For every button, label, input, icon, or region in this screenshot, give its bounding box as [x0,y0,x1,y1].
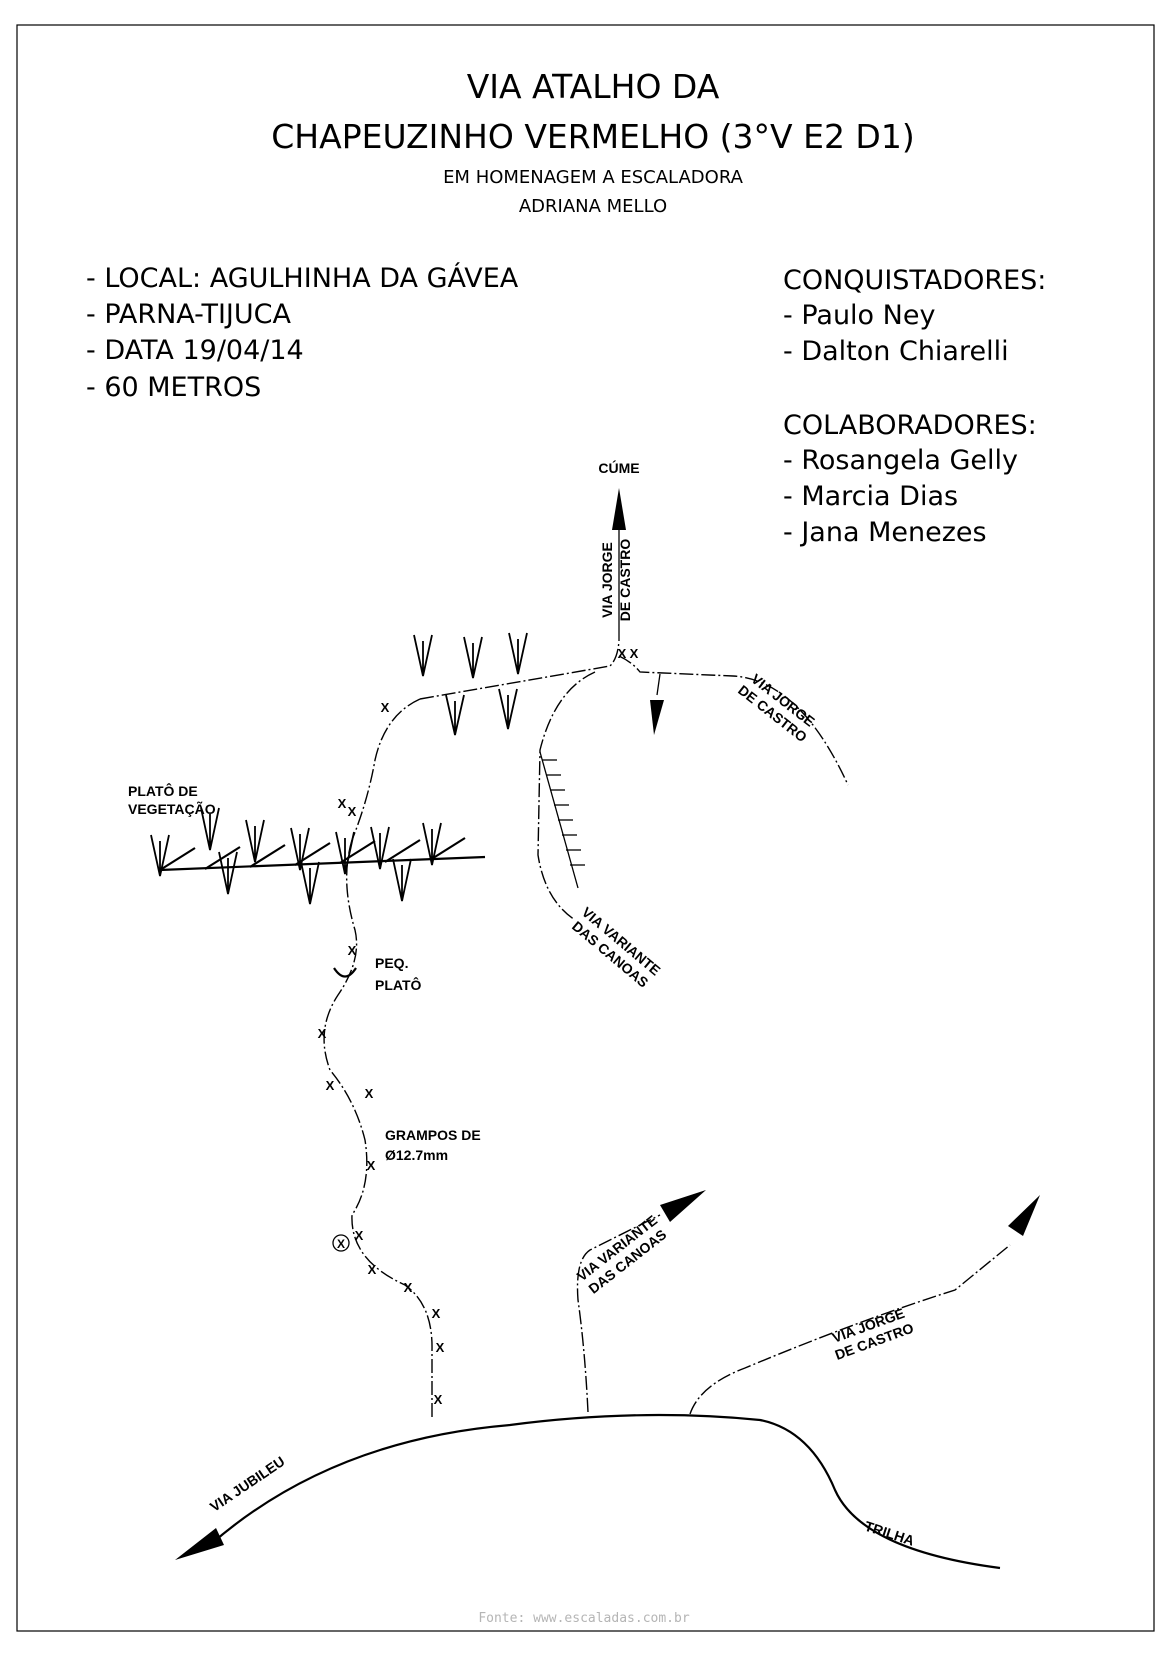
vegetation-arrow-icon [335,831,355,875]
bolt-markers: X X X X X X X X X X X X X X X X X [318,646,639,1407]
vegetation-arrow-icon [245,819,265,863]
vegetation-ledge [159,855,486,872]
cume-label: CÚME [598,459,639,476]
bolt-marker: X [436,1340,445,1355]
via-jorge-low-path [689,1244,1011,1415]
plato-vegetacao-label: VEGETAÇÃO [128,800,216,817]
right-rappel-line [656,673,661,696]
bolt-marker: X [434,1392,443,1407]
vegetation-arrow-icon [290,827,310,871]
variante-low-arrow-icon [660,1190,706,1222]
colaborador-name: - Rosangela Gelly [783,445,1018,476]
summit-arrow-icon [612,488,626,530]
vegetation-arrows [150,632,528,905]
bolt-marker: X [348,943,357,958]
via-jorge-right-path [618,655,849,786]
conquistadores-heading: CONQUISTADORES: [783,265,1046,296]
info-parque: - PARNA-TIJUCA [86,299,291,330]
upper-traverse [419,639,620,700]
via-variante-low-path [576,1214,661,1413]
bolt-marker: X [318,1026,327,1041]
peq-plato-label: PLATÔ [375,976,422,993]
source-footer: Fonte: www.escaladas.com.br [478,1611,689,1626]
bolt-marker: X [365,1086,374,1101]
bolt-marker: X [326,1078,335,1093]
dedication-line-2: ADRIANA MELLO [519,196,667,217]
peq-plato-icon [333,967,357,978]
vegetation-arrow-icon [392,858,412,902]
vegetation-arrow-icon [150,834,170,877]
bolt-marker: X [381,700,390,715]
jubileu-arrow-icon [175,1528,224,1560]
route-upper-left [351,698,421,841]
vegetation-arrow-icon [200,807,220,851]
colaborador-name: - Jana Menezes [783,517,987,548]
title-line-2: CHAPEUZINHO VERMELHO (3°V E2 D1) [271,117,914,156]
vegetation-arrow-icon [218,851,238,895]
topo-drawing: CÚME VIA JORGE DE CASTRO VIA JORGE DE CA… [128,459,1040,1570]
info-data: - DATA 19/04/14 [86,335,304,366]
bolt-marker: X [337,1237,345,1251]
bolt-marker: X [368,1262,377,1277]
grampos-label: Ø12.7mm [385,1147,448,1163]
via-jorge-top-label: VIA JORGE [599,542,615,618]
ledge-hatch [159,837,466,871]
vegetation-arrow-icon [300,861,320,905]
bolt-marker: X [404,1280,413,1295]
belay-anchor-icon [332,1234,350,1252]
bolt-marker: X [630,646,639,661]
title-line-1: VIA ATALHO DA [467,67,720,106]
vegetation-arrow-icon [463,636,483,679]
vegetation-arrow-icon [445,694,465,736]
vegetation-arrow-icon [413,634,433,677]
info-local: - LOCAL: AGULHINHA DA GÁVEA [86,262,519,294]
variante-wall-ticks [542,759,585,866]
vegetation-arrow-icon [370,826,390,870]
colaborador-name: - Marcia Dias [783,481,958,512]
bolt-marker: X [618,646,627,661]
plato-vegetacao-label: PLATÔ DE [128,782,198,799]
dedication-line-1: EM HOMENAGEM A ESCALADORA [443,167,744,188]
bolt-marker: X [367,1158,376,1173]
vegetation-arrow-icon [498,688,518,730]
bolt-marker: X [432,1306,441,1321]
bolt-marker: X [348,804,357,819]
colaboradores-heading: COLABORADORES: [783,410,1037,441]
main-route-lower [323,839,433,1418]
via-jorge-top-label: DE CASTRO [617,539,633,622]
info-extensao: - 60 METROS [86,372,261,403]
bolt-marker: X [338,796,347,811]
vegetation-arrow-icon [422,822,442,866]
rock-base-line [209,1413,1001,1570]
peq-plato-label: PEQ. [375,955,408,971]
trilha-label: TRILHA [863,1518,917,1549]
info-list: - LOCAL: AGULHINHA DA GÁVEA - PARNA-TIJU… [86,262,519,403]
vegetation-arrow-icon [508,632,528,675]
via-variante-mid-path [537,671,596,921]
conquistador-name: - Paulo Ney [783,300,935,331]
right-rappel-arrow-icon [650,700,664,735]
jorge-low-arrow-icon [1008,1195,1040,1236]
bolt-marker: X [355,1228,364,1243]
grampos-label: GRAMPOS DE [385,1127,481,1143]
credits: CONQUISTADORES: - Paulo Ney - Dalton Chi… [783,265,1046,548]
conquistador-name: - Dalton Chiarelli [783,336,1009,367]
via-jubileu-label: VIA JUBILEU [207,1453,288,1515]
page-frame [16,24,1155,1632]
